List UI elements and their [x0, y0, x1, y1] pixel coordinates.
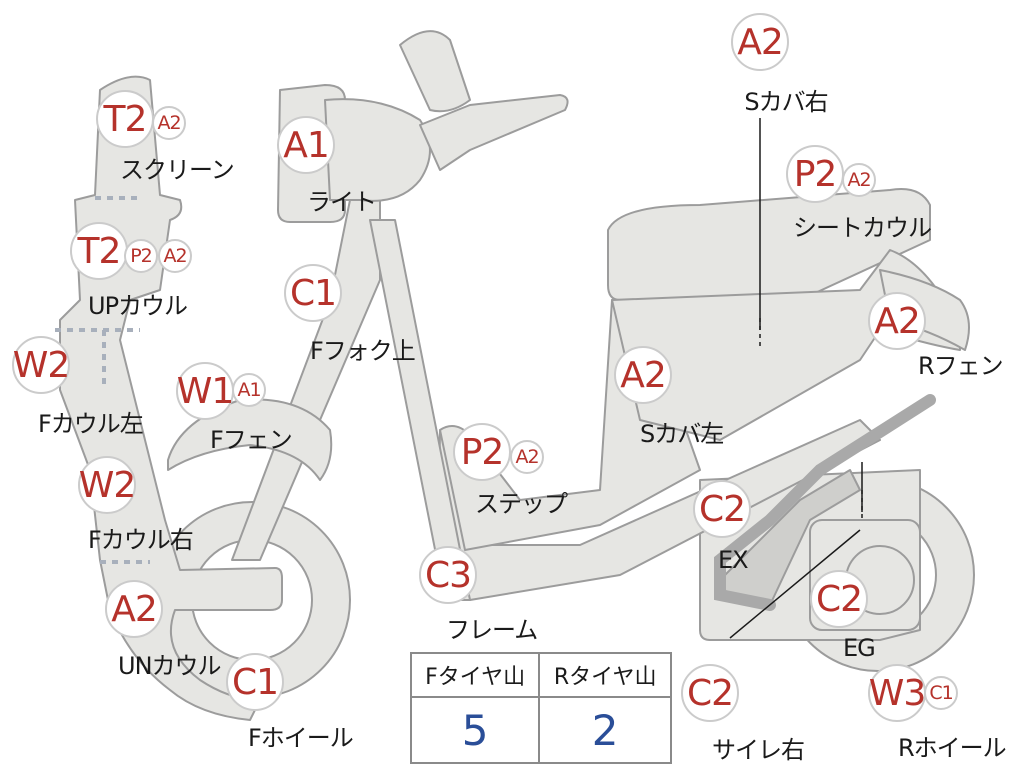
- grade-badge: C1: [924, 676, 958, 710]
- grade-badge: A2: [842, 163, 876, 197]
- grade-badge: A1: [277, 116, 335, 174]
- grade-badge: A2: [152, 106, 186, 140]
- grade-badge: P2: [124, 239, 158, 273]
- grade-badge: A2: [731, 13, 789, 71]
- grade-badge: A2: [105, 580, 163, 638]
- grade-badge: P2: [453, 423, 511, 481]
- part-label-screen: スクリーン: [120, 156, 235, 184]
- grade-badge: C2: [693, 480, 751, 538]
- tire-tread-table: Fタイヤ山 Rタイヤ山 5 2: [409, 652, 672, 764]
- grade-badge: W1: [176, 362, 234, 420]
- grade-badge: C2: [810, 570, 868, 628]
- grade-badge: C1: [284, 264, 342, 322]
- part-label-r-wheel: Rホイール: [898, 734, 1007, 762]
- front-tire-value: 5: [409, 696, 541, 764]
- part-label-up-cowl: UPカウル: [88, 292, 188, 320]
- handlebar: [419, 94, 569, 171]
- head-tube: [369, 219, 471, 601]
- part-label-s-cover-left: Sカバ左: [640, 420, 724, 448]
- grade-badge: T2: [70, 222, 128, 280]
- grade-badge: C2: [681, 664, 739, 722]
- part-label-step: ステップ: [475, 490, 568, 518]
- grade-badge: A2: [868, 292, 926, 350]
- handle-cowl: [324, 98, 431, 202]
- part-label-silencer-right: サイレ右: [712, 736, 805, 764]
- grade-badge: A2: [614, 346, 672, 404]
- grade-badge: A1: [232, 373, 266, 407]
- grade-badge: A2: [158, 239, 192, 273]
- grade-badge: C1: [226, 653, 284, 711]
- part-label-s-cover-right: Sカバ右: [744, 88, 828, 116]
- part-label-un-cowl: UNカウル: [118, 652, 222, 680]
- mirror: [399, 30, 471, 113]
- rear-tire-header: Rタイヤ山: [538, 652, 672, 698]
- part-label-eg: EG: [843, 634, 876, 662]
- part-label-f-cowl-left: Fカウル左: [38, 410, 144, 438]
- part-label-r-fender: Rフェン: [918, 352, 1004, 380]
- part-label-frame: フレーム: [446, 616, 538, 644]
- rear-tire-value: 2: [538, 696, 672, 764]
- grade-badge: A2: [510, 440, 544, 474]
- part-label-f-cowl-right: Fカウル右: [88, 526, 194, 554]
- grade-badge: C3: [419, 546, 477, 604]
- grade-badge: W3: [868, 664, 926, 722]
- part-label-f-wheel: Fホイール: [248, 724, 354, 752]
- grade-badge: W2: [12, 336, 70, 394]
- front-tire-header: Fタイヤ山: [409, 652, 541, 698]
- seat: [607, 188, 931, 301]
- part-label-ex: EX: [718, 546, 749, 574]
- grade-badge: T2: [96, 90, 154, 148]
- grade-badge: P2: [786, 145, 844, 203]
- part-label-f-fender: Fフェン: [210, 426, 293, 454]
- part-label-f-fork-upper: Fフォク上: [310, 337, 416, 365]
- part-label-light: ライト: [307, 188, 377, 216]
- part-label-seat-cowl: シートカウル: [793, 214, 932, 242]
- grade-badge: W2: [78, 456, 136, 514]
